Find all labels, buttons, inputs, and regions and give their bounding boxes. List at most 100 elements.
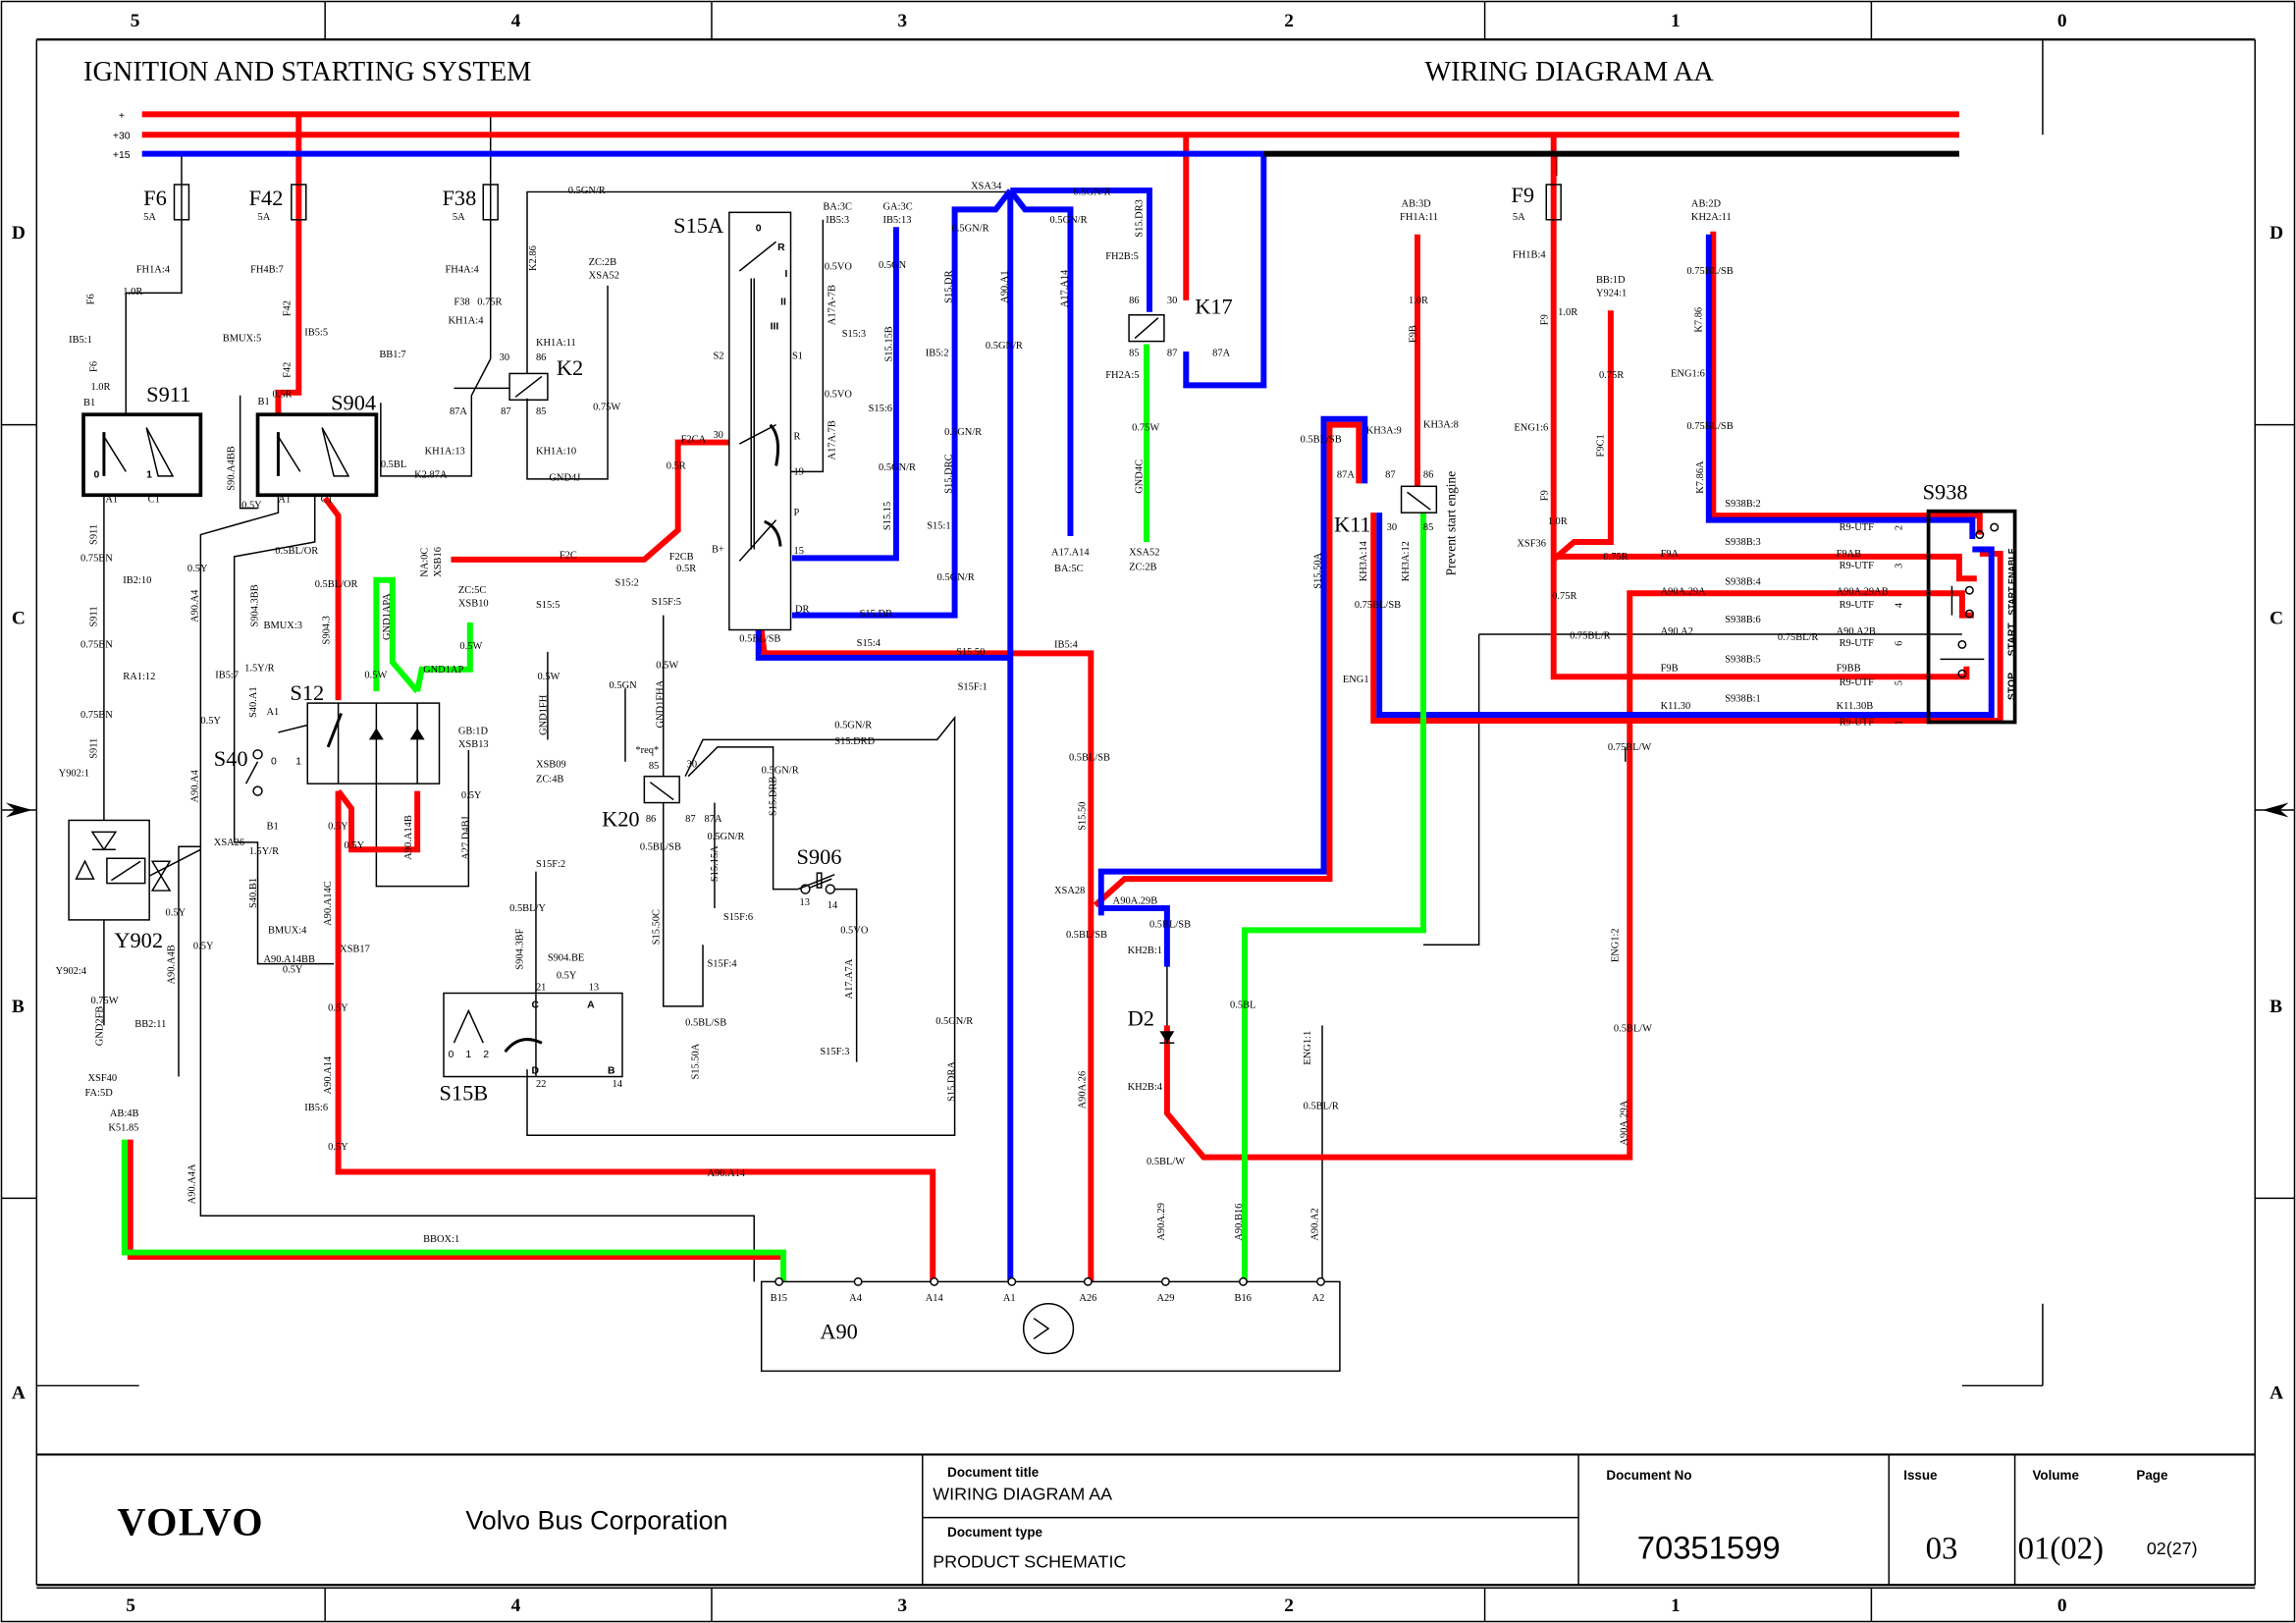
wire-label: S1 <box>792 352 803 362</box>
wire-label: 0.5GN/R <box>1073 187 1110 197</box>
wire-label: 0.75W <box>593 403 620 413</box>
wire-label: A1 <box>105 495 118 506</box>
wire-label: S15:5 <box>536 600 560 611</box>
wire-label: GND2FB <box>94 1006 105 1047</box>
fuse-f6[interactable] <box>173 184 190 221</box>
wire-label: B1 <box>83 398 95 408</box>
switch-s40[interactable] <box>244 724 308 796</box>
label-k20: K20 <box>602 806 640 831</box>
volume-label: Volume <box>2032 1468 2078 1483</box>
wire-label: 0.5GN/R <box>707 832 744 842</box>
grid-col-5-bottom: 5 <box>126 1596 135 1616</box>
a90-pin-label: A1 <box>1003 1293 1016 1304</box>
fuse-f42[interactable] <box>291 184 307 221</box>
label-y902: Y902 <box>114 928 163 952</box>
wire-label: F42 <box>282 362 293 378</box>
label-f6-rating: 5A <box>143 212 156 223</box>
component-labels: F6 5A F42 5A F38 5A F9 5A S15A K2 K17 S9… <box>93 183 2017 1344</box>
doc-title-label: Document title <box>947 1465 1039 1480</box>
grid-row-d: D <box>12 223 26 243</box>
relay-k17[interactable] <box>1128 314 1165 343</box>
wire-label: F42 <box>282 300 293 316</box>
wire-label: B+ <box>712 544 724 555</box>
ignition-switch-s15a[interactable] <box>728 211 792 631</box>
switch-unit-s12[interactable] <box>306 702 441 784</box>
a90-pin <box>774 1276 784 1286</box>
diode-d2 <box>1159 1031 1175 1044</box>
wire-label: 87 <box>501 406 510 417</box>
s938-stop: STOP <box>2007 673 2018 700</box>
wire-label: A1 <box>266 707 279 718</box>
wire-label: F2C <box>560 550 577 561</box>
relay-k11[interactable] <box>1400 485 1438 514</box>
wire-label: 0.75R <box>477 297 502 307</box>
grid-row-a: A <box>12 1383 26 1404</box>
wire-label: 1.0R <box>1558 307 1577 318</box>
title-block: VOLVO Volvo Bus Corporation Document tit… <box>36 1453 2256 1586</box>
grid-col-1: 1 <box>1671 11 1681 31</box>
s938-pin-label: 2 <box>1895 525 1905 530</box>
s911-pos-0: 0 <box>93 469 99 480</box>
s938-part-label: R9-UTF <box>1840 522 1875 533</box>
wire-label: A27.D4BJ <box>460 816 471 859</box>
wire-label: XSB09 <box>536 760 566 771</box>
wire-label: 0.5BL/SB <box>1149 919 1191 930</box>
relay-k20[interactable] <box>643 775 680 804</box>
wire-label: 14 <box>613 1079 623 1090</box>
wire-label: XSB10 <box>458 599 489 610</box>
wire-label: S15.50 <box>1077 802 1088 831</box>
page-label: Page <box>2136 1468 2167 1483</box>
s938-left-wire-label: F9A <box>1661 549 1680 560</box>
wire-label: 0.5W <box>656 660 678 671</box>
wire-label: 0.5VO <box>840 925 869 936</box>
black-wires <box>103 114 1962 1282</box>
a90-pin <box>1083 1276 1093 1286</box>
wire-label: 87A <box>1212 349 1230 359</box>
red-wires <box>127 111 2003 1282</box>
fuse-f9[interactable] <box>1545 184 1562 221</box>
label-f6: F6 <box>143 186 167 210</box>
switch-s906[interactable] <box>800 872 836 894</box>
wire-label: S904.BE <box>548 953 584 964</box>
wire-label: XSA52 <box>589 270 619 281</box>
wire-label: 0.5GN/R <box>944 427 982 438</box>
wire-label: 0.5GN/R <box>952 224 989 235</box>
wire-label: KH2A:11 <box>1691 212 1732 223</box>
wire-label: S904.3BF <box>515 928 526 969</box>
center-arrow-left <box>5 802 32 818</box>
wire-label: IB5:6 <box>304 1103 328 1113</box>
relay-k2[interactable] <box>508 372 549 402</box>
ecu-a90[interactable] <box>760 1280 1341 1373</box>
wire-label: IB5:1 <box>69 335 92 346</box>
s938-part-label: R9-UTF <box>1840 677 1875 688</box>
wire-label: ZC:4B <box>536 775 563 785</box>
doc-type-label: Document type <box>947 1525 1042 1540</box>
wire-label: FH1B:4 <box>1513 250 1546 261</box>
issue-value: 03 <box>1926 1531 1958 1566</box>
grid-row-c: C <box>12 609 26 629</box>
wire-label: KH2B:1 <box>1128 946 1162 956</box>
grid-row-a-right: A <box>2269 1383 2283 1404</box>
solenoid-valve-y902[interactable] <box>68 819 172 921</box>
wire-label: 0.5GN/R <box>1050 215 1088 226</box>
wire-label: FH4B:7 <box>250 264 284 275</box>
wire-label: 30 <box>687 760 697 771</box>
wire-label: FH4A:4 <box>445 264 479 275</box>
wire-label: 0.5Y <box>328 1142 348 1153</box>
wire-label: A90A.26 <box>1077 1071 1088 1109</box>
doc-title: WIRING DIAGRAM AA <box>933 1485 1112 1504</box>
switch-s911[interactable] <box>81 412 203 498</box>
wire-label: 86 <box>536 352 546 363</box>
s15a-pos-r: R <box>777 243 785 253</box>
wire-label: S15.50 <box>956 647 985 658</box>
s938-pin-label: 6 <box>1895 641 1905 646</box>
switch-s15b[interactable] <box>443 992 623 1078</box>
fuse-f38[interactable] <box>482 184 499 221</box>
start-stop-switch-s938[interactable] <box>1926 509 2017 725</box>
wire-label: 0.75BN <box>80 710 113 721</box>
switch-s904[interactable] <box>255 412 379 498</box>
wire-label: ENG1:6 <box>1514 423 1548 434</box>
wire-label: 0.5GN/R <box>879 462 916 473</box>
wire-label: GND1AP <box>423 665 463 676</box>
